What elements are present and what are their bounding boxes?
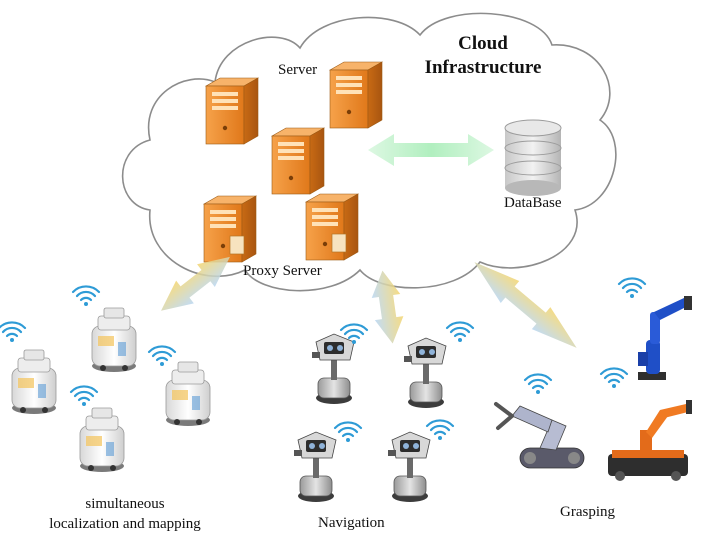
server-database-arrow (368, 134, 494, 166)
wifi-icon (147, 345, 177, 368)
document-icon (331, 233, 347, 253)
slam-label-line-1: simultaneous (85, 496, 165, 512)
navigation-robot (293, 431, 337, 503)
slam-label: simultaneous localization and mapping (0, 494, 250, 534)
slam-robot (11, 349, 57, 415)
wifi-icon (71, 285, 101, 308)
database-icon (504, 119, 562, 196)
slam-label-line-2: localization and mapping (49, 516, 201, 532)
wifi-icon (425, 419, 455, 442)
tracked-grasping-robot (494, 402, 585, 469)
navigation-robot (387, 431, 431, 503)
proxy-server-label: Proxy Server (243, 263, 322, 279)
slam-robot (165, 361, 211, 427)
wifi-icon (445, 321, 475, 344)
server-icon (329, 61, 383, 129)
wifi-icon (333, 421, 363, 444)
slam-robot (91, 307, 137, 373)
blue-robot-arm (638, 296, 692, 380)
cloud-infrastructure-title: Cloud Infrastructure (408, 32, 558, 80)
navigation-label: Navigation (318, 515, 385, 531)
wifi-icon (617, 277, 647, 300)
slam-link-arrow (161, 256, 230, 311)
wifi-icon (599, 367, 629, 390)
orange-mobile-manipulator (608, 400, 692, 481)
navigation-link-arrow (371, 270, 404, 344)
navigation-robot (311, 333, 355, 405)
document-icon (229, 235, 245, 255)
slam-robot (79, 407, 125, 473)
server-icon (271, 127, 325, 195)
server-label: Server (278, 62, 318, 78)
title-line-1: Cloud (458, 33, 508, 54)
database-label: DataBase (504, 195, 562, 211)
wifi-icon (523, 373, 553, 396)
wifi-icon (69, 385, 99, 408)
wifi-icon (0, 321, 27, 344)
grasping-label: Grasping (560, 504, 615, 520)
grasping-link-arrow (474, 262, 577, 348)
navigation-robot (403, 337, 447, 409)
server-icon (205, 77, 259, 145)
title-line-2: Infrastructure (424, 57, 542, 78)
